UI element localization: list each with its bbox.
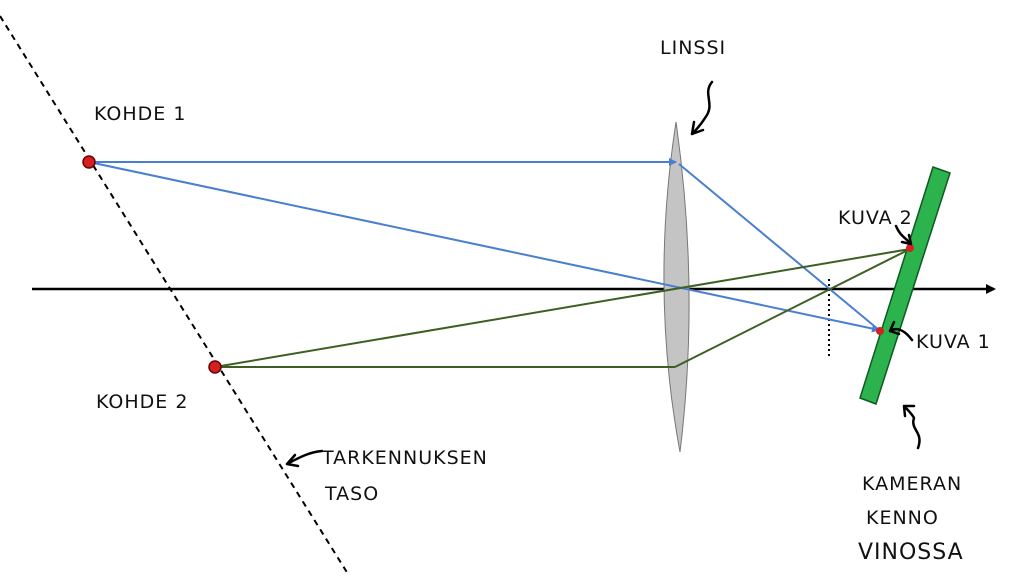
image1-point [876,327,884,335]
image2-label: KUVA 2 [838,207,913,229]
camera-sensor [859,166,951,405]
object1-point [82,155,96,169]
focus-plane-line [0,15,349,575]
focus-plane-pointer-arrow [285,449,324,468]
image2-pointer-arrow [894,224,913,246]
sensor-label-line1: KAMERAN [862,473,962,495]
object1-rays [88,158,880,333]
image1-pointer-arrow [888,320,914,342]
object1-chief-ray [88,161,880,333]
focus-plane-label-line1: TARKENNUKSEN [321,447,488,469]
focus-plane-label-line2: TASO [324,483,379,505]
lens-pointer-arrow [690,80,714,136]
object2-point [208,360,222,374]
sensor-pointer-arrow [902,404,921,450]
object1-refracted-ray [678,163,880,331]
object1-label: KOHDE 1 [94,103,186,125]
object2-chief-ray [214,248,911,368]
object2-refracted-ray [674,248,911,368]
sensor-label-line3: VINOSSA [858,540,964,565]
image1-label: KUVA 1 [916,331,991,353]
lens-label: LINSSI [660,37,726,59]
pointer-arrows [285,80,921,468]
object2-label: KOHDE 2 [96,391,188,413]
object2-rays [214,248,911,368]
sensor-label-line2: KENNO [866,507,939,529]
image2-point [906,244,914,252]
